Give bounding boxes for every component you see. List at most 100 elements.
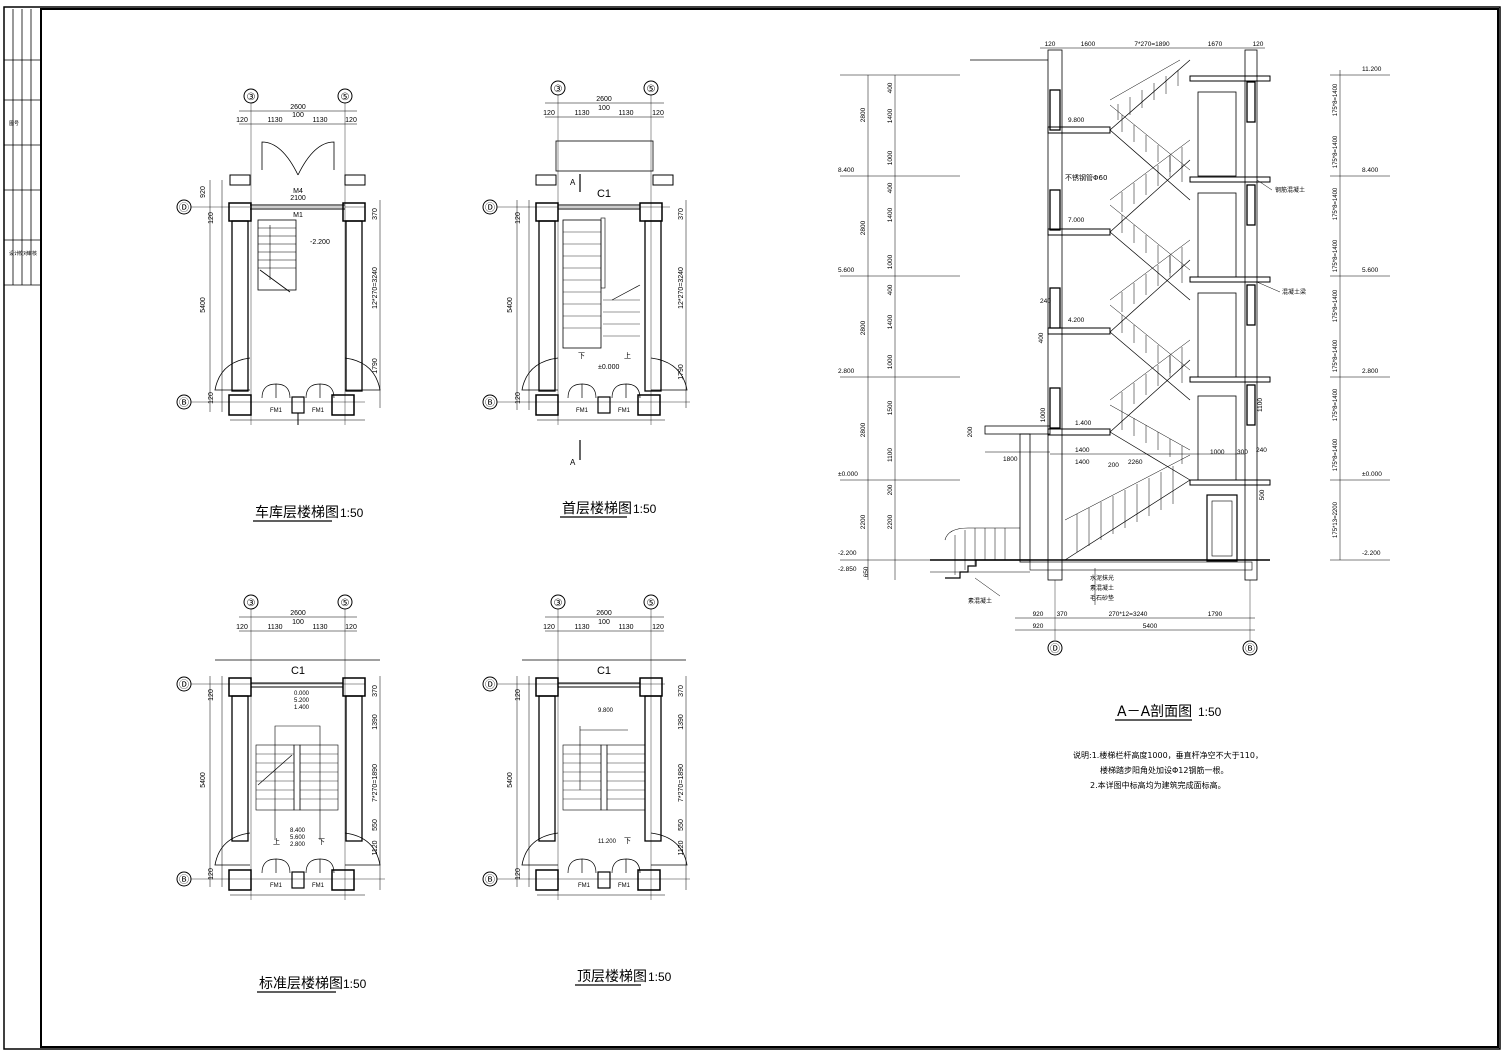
plan-scale: 1:50 (343, 977, 367, 991)
dim-text: 650 (863, 566, 870, 577)
dim-text: 200 (967, 426, 974, 437)
dim-text: 370 (678, 208, 685, 220)
axis-label: ③ (554, 84, 563, 95)
dim-text: 1000 (1210, 449, 1225, 456)
dim-text: 2200 (887, 514, 894, 529)
dim-text: 1000 (887, 254, 894, 269)
dim-text: 2100 (290, 195, 306, 202)
door-label: FM1 (576, 408, 589, 414)
title-block-mark: 设计 (9, 250, 19, 257)
dim-text: 175*8=1400 (1333, 135, 1339, 168)
axis-label: ⑤ (341, 92, 350, 103)
dim-text: 120 (652, 624, 664, 631)
level-label: 2.800 (290, 842, 306, 848)
dim-text: 120 (236, 624, 248, 631)
dim-text: 12*270=3240 (372, 267, 379, 309)
section-scale: 1:50 (1198, 705, 1222, 719)
direction-label: 下 (578, 352, 585, 360)
level-label: ±0.000 (598, 364, 619, 371)
dim-text: 2200 (860, 514, 867, 529)
dim-text: 1130 (574, 624, 589, 631)
level-label: -2.200 (310, 239, 330, 246)
level-label: -2.850 (838, 566, 857, 573)
section-mark: A (570, 458, 576, 467)
axis-bubble (1047, 640, 1063, 656)
dim-text: 1000 (887, 150, 894, 165)
dim-text: 120 (208, 689, 215, 701)
dim-text: 920 (1033, 623, 1044, 630)
dim-text: 2600 (596, 610, 612, 617)
axis-label: Ⓓ (485, 202, 495, 214)
dim-text: 175*8=1400 (1333, 388, 1339, 421)
dim-text: 7*270=1890 (678, 764, 685, 802)
dim-text: 1130 (312, 117, 327, 124)
level-label: 5.600 (838, 267, 855, 274)
general-notes: 说明:1.楼梯栏杆高度1000，垂直杆净空不大于110， 楼梯踏步阳角处加设Φ1… (1073, 750, 1263, 790)
note-line: 2.本详图中标高均为建筑完成面标高。 (1090, 780, 1226, 790)
plan-ground-floor: ③ ⑤ 2600 120 1130 100 1130 120 C1 A A (482, 80, 690, 518)
dim-text: 1600 (1081, 41, 1096, 48)
dim-text: 120 (515, 212, 522, 224)
level-label: 11.200 (598, 839, 617, 845)
dim-text: 5400 (1143, 623, 1158, 630)
level-label: 8.400 (1362, 167, 1379, 174)
dim-text: 5400 (200, 772, 207, 788)
section-mark: A (570, 178, 576, 187)
window-label: C1 (291, 665, 305, 677)
dim-text: 5400 (200, 297, 207, 313)
dim-text: 200 (887, 484, 894, 495)
dim-text: 550 (678, 819, 685, 831)
callout: 混凝土梁 (1282, 288, 1306, 296)
dim-text: 200 (1108, 462, 1119, 469)
section-a-a: 120 1600 7*270=1890 1670 120 (838, 41, 1390, 721)
level-label: 1.400 (294, 705, 310, 711)
dim-text: 1400 (887, 314, 894, 329)
dim-text: 240 (1040, 298, 1051, 305)
sheet-border (3, 6, 1501, 1050)
dim-text: 120 (208, 868, 215, 880)
dim-text: 1130 (267, 624, 282, 631)
level-label: 5.600 (290, 835, 306, 841)
dim-text: 1400 (887, 207, 894, 222)
dim-text: 1790 (372, 358, 379, 374)
dim-text: 175*8=1400 (1333, 289, 1339, 322)
dim-text: 400 (887, 182, 894, 193)
door-label: FM1 (312, 883, 325, 889)
dim-text: 120 (543, 624, 555, 631)
dim-text: 120 (515, 868, 522, 880)
axis-label: ⑤ (341, 598, 350, 609)
plan-top-floor: ③ ⑤ 2600 120 1130 100 1130 120 C1 9.800 (482, 594, 690, 986)
dim-text: 1130 (312, 624, 327, 631)
axis-label: Ⓑ (485, 874, 495, 886)
dim-text: 270*12=3240 (1109, 611, 1148, 618)
dim-text: 100 (292, 112, 304, 119)
dim-text: 1400 (1075, 459, 1090, 466)
dim-text: 7*270=1890 (1134, 41, 1170, 48)
dim-text: 1000 (1040, 407, 1047, 422)
axis-label: Ⓓ (485, 679, 495, 691)
door-label: FM1 (578, 883, 591, 889)
plan-scale: 1:50 (648, 970, 672, 984)
door-label: FM1 (618, 408, 631, 414)
level-label: 8.400 (838, 167, 855, 174)
level-label: 1.400 (1075, 420, 1092, 427)
section-title: A－A剖面图 (1117, 704, 1192, 720)
callout: 不锈钢管Φ60 (1065, 173, 1107, 182)
dim-text: 370 (372, 208, 379, 220)
door-label: FM1 (270, 408, 283, 414)
dim-text: 2800 (860, 107, 867, 122)
title-block-strip: 图号 设计 校对 审核 (4, 9, 41, 286)
dim-text: 1400 (1075, 447, 1090, 454)
door-label: FM1 (270, 883, 283, 889)
dim-text: 550 (372, 819, 379, 831)
dim-text: 175*8=1400 (1333, 187, 1339, 220)
dim-text: 300 (1237, 449, 1248, 456)
level-label: ±0.000 (838, 471, 858, 478)
axis-label: Ⓑ (485, 397, 495, 409)
dim-text: 2600 (290, 104, 306, 111)
plan-garage-level: ③ ⑤ 2600 120 1130 100 1130 120 M4 2100 M… (176, 88, 381, 522)
level-label: 7.000 (1068, 217, 1085, 224)
direction-label: 下 (318, 838, 325, 846)
level-label: -2.200 (838, 550, 857, 557)
